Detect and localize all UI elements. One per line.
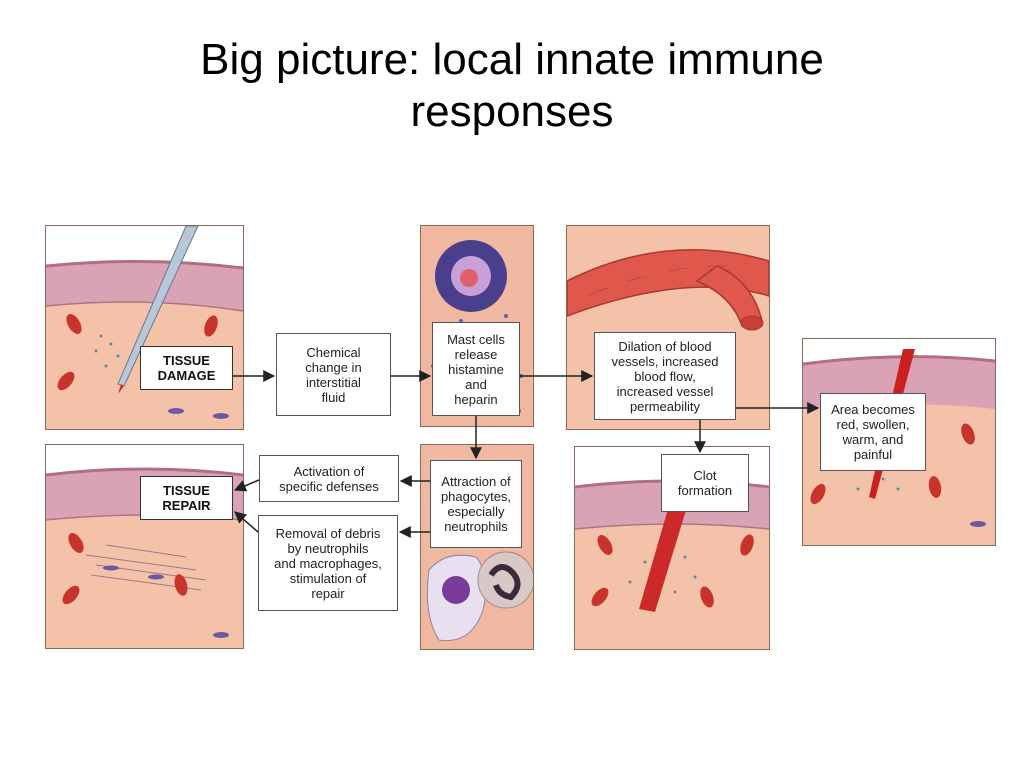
mast-cells-box: Mast cells release histamine and heparin [432, 322, 520, 416]
blood-vessel-illustration [567, 249, 769, 331]
inflamed-area-illustration [803, 339, 995, 527]
title-line-1: Big picture: local innate immune [200, 35, 824, 84]
tissue-damage-panel [45, 225, 244, 430]
chemical-change-box: Chemical change in interstitial fluid [276, 333, 391, 416]
tissue-damage-label: TISSUE DAMAGE [140, 346, 233, 390]
dilation-box: Dilation of blood vessels, increased blo… [594, 332, 736, 420]
removal-box: Removal of debris by neutrophils and mac… [258, 515, 398, 611]
attraction-box: Attraction of phagocytes, especially neu… [430, 460, 522, 548]
phagocyte-illustration [426, 551, 533, 642]
arrow-removal-to-repair [234, 511, 259, 533]
title-line-2: responses [410, 87, 614, 136]
slide-title: Big picture: local innate immune respons… [0, 34, 1024, 138]
area-becomes-box: Area becomes red, swollen, warm, and pai… [820, 393, 926, 471]
mast-cell-illustration [431, 240, 523, 413]
tissue-repair-label: TISSUE REPAIR [140, 476, 233, 520]
activation-box: Activation of specific defenses [259, 455, 399, 502]
tissue-damage-illustration [46, 226, 243, 419]
clot-box: Clot formation [661, 454, 749, 512]
arrow-activation-to-repair [233, 479, 260, 492]
inflamed-area-panel [802, 338, 996, 546]
